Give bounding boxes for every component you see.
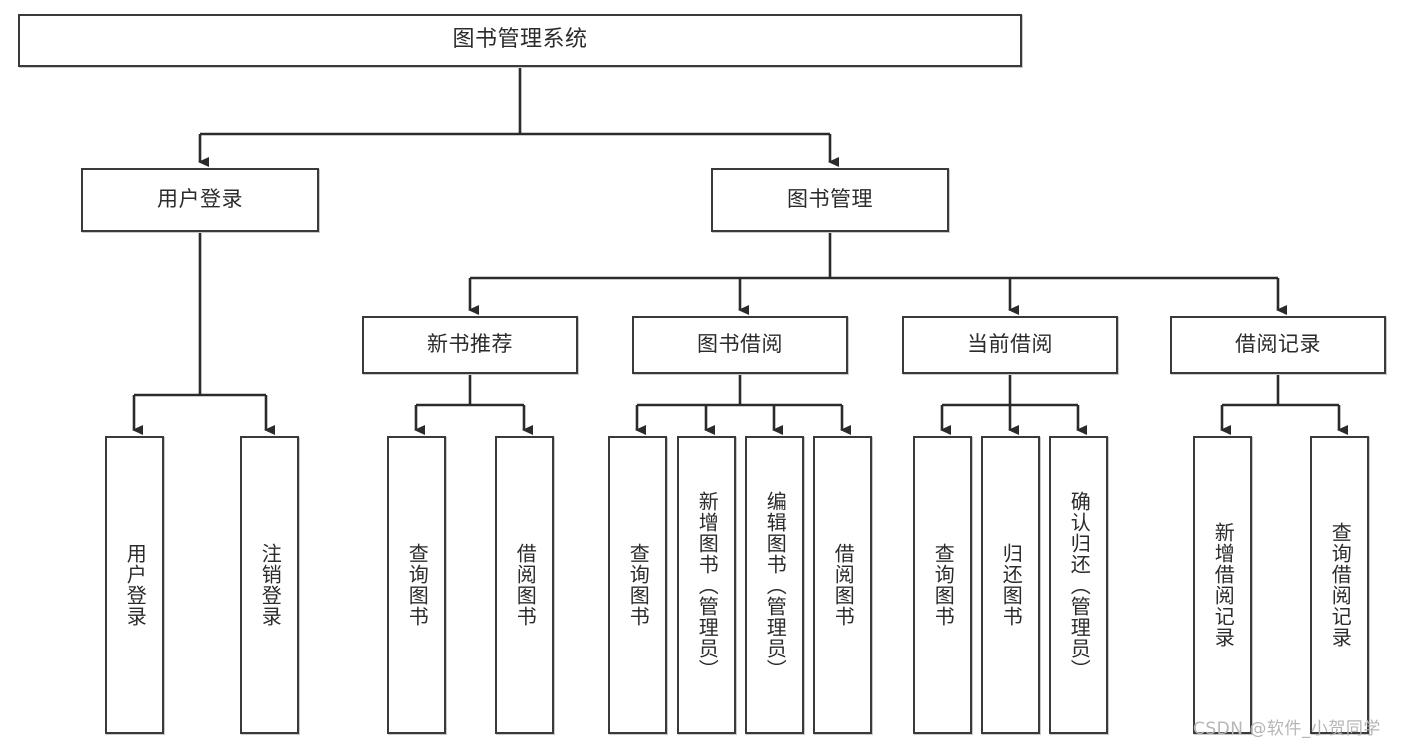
leaf-current-return-book[interactable]: 归还图书 (981, 436, 1040, 734)
leaf-label: 确认归还（管理员） (1067, 490, 1092, 680)
node-user-login[interactable]: 用户登录 (81, 168, 319, 232)
csdn-watermark: CSDN @软件_小贺同学 (1193, 719, 1381, 739)
leaf-label: 新增借阅记录 (1211, 522, 1236, 648)
leaf-borrow-query-book[interactable]: 查询图书 (608, 436, 667, 734)
leaf-label: 编辑图书（管理员） (763, 490, 788, 680)
node-new-book-recommend[interactable]: 新书推荐 (362, 316, 578, 374)
node-book-management[interactable]: 图书管理 (711, 168, 949, 232)
leaf-label: 归还图书 (999, 543, 1024, 627)
leaf-label: 借阅图书 (513, 543, 538, 627)
leaf-user-login-signin[interactable]: 用户登录 (105, 436, 164, 734)
leaf-record-query-record[interactable]: 查询借阅记录 (1310, 436, 1369, 734)
leaf-label: 查询借阅记录 (1328, 522, 1353, 648)
leaf-current-query-book[interactable]: 查询图书 (913, 436, 972, 734)
leaf-label: 查询图书 (931, 543, 956, 627)
node-root-system[interactable]: 图书管理系统 (18, 14, 1022, 67)
leaf-label: 查询图书 (405, 543, 430, 627)
leaf-user-login-signout[interactable]: 注销登录 (240, 436, 299, 734)
leaf-record-add-record[interactable]: 新增借阅记录 (1193, 436, 1252, 734)
leaf-recommend-borrow-book[interactable]: 借阅图书 (495, 436, 554, 734)
leaf-borrow-borrow-book[interactable]: 借阅图书 (813, 436, 872, 734)
node-current-borrow[interactable]: 当前借阅 (902, 316, 1118, 374)
leaf-label: 注销登录 (258, 543, 283, 627)
node-borrow-record[interactable]: 借阅记录 (1170, 316, 1386, 374)
leaf-borrow-edit-book-admin[interactable]: 编辑图书（管理员） (745, 436, 804, 734)
leaf-borrow-add-book-admin[interactable]: 新增图书（管理员） (677, 436, 736, 734)
leaf-current-confirm-return-admin[interactable]: 确认归还（管理员） (1049, 436, 1108, 734)
leaf-label: 用户登录 (123, 543, 148, 627)
leaf-label: 新增图书（管理员） (695, 490, 720, 680)
node-book-borrow[interactable]: 图书借阅 (632, 316, 848, 374)
leaf-label: 查询图书 (626, 543, 651, 627)
leaf-label: 借阅图书 (831, 543, 856, 627)
leaf-recommend-query-book[interactable]: 查询图书 (387, 436, 446, 734)
